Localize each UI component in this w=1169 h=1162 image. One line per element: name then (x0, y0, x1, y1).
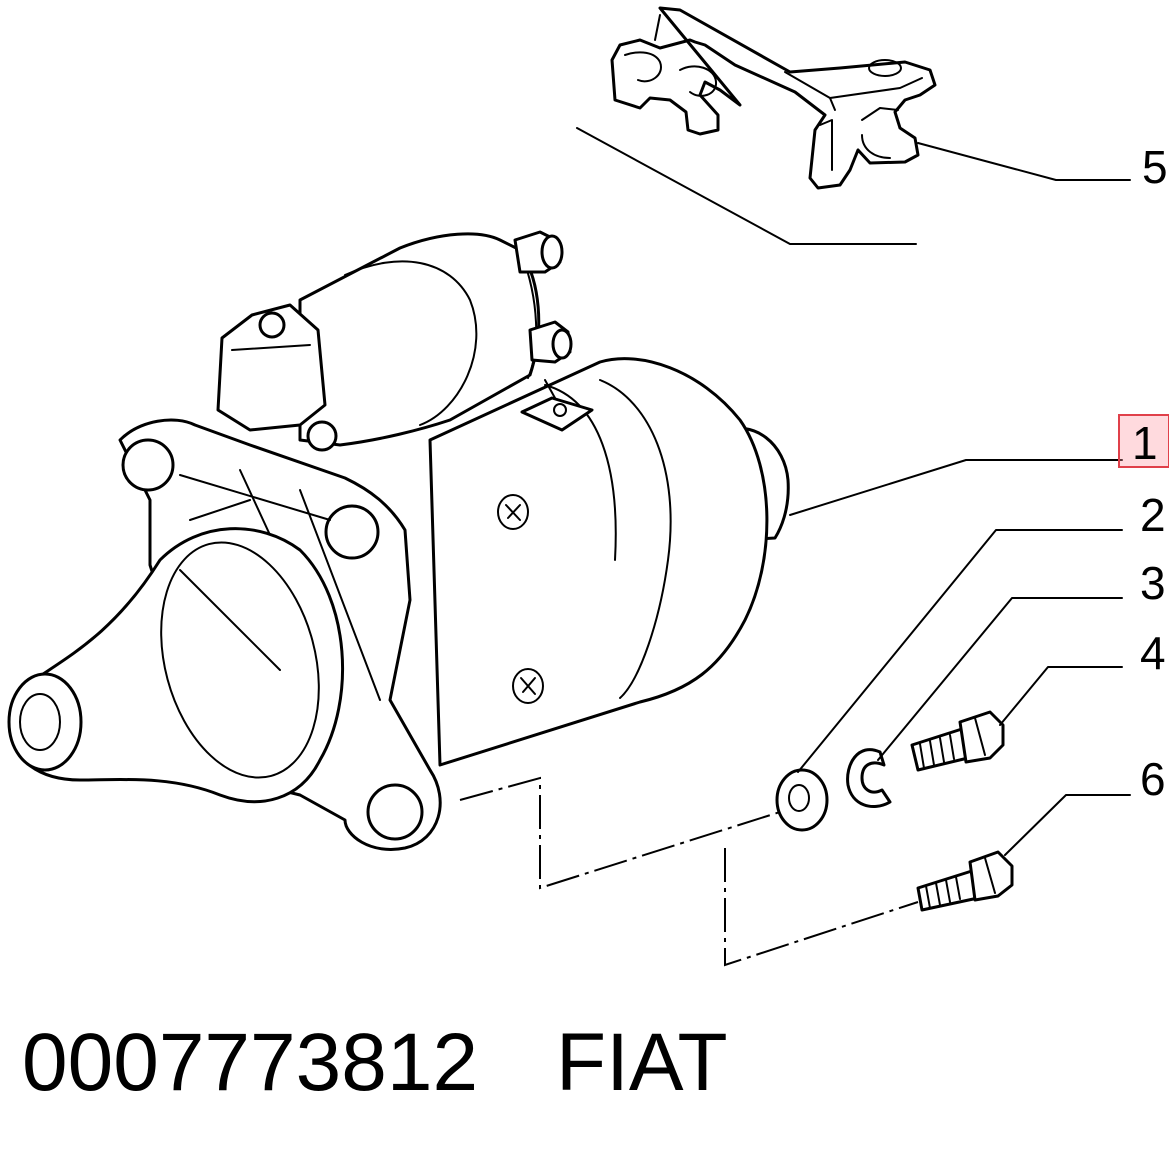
leader-line-6 (1004, 794, 1131, 856)
leader-line-4 (999, 666, 1123, 726)
leader-line-2 (797, 529, 1123, 773)
callout-1-highlight (1118, 414, 1169, 468)
bracket-part-5 (610, 6, 937, 190)
solenoid-terminal-icon (513, 230, 573, 364)
callout-label-5: 5 (1142, 141, 1168, 193)
washer-part-2 (775, 768, 829, 832)
callout-label-3: 3 (1140, 557, 1166, 609)
part-caption: 0007773812 FIAT (22, 1018, 728, 1108)
callout-label-2: 2 (1140, 489, 1166, 541)
assembly-line (576, 127, 917, 245)
leader-line-1 (789, 459, 1123, 516)
bolt-part-4 (910, 710, 1005, 772)
part-number: 0007773812 (22, 1017, 479, 1108)
centerline-lower (724, 848, 919, 967)
callout-label-1: 1 (1132, 417, 1158, 469)
leader-line-3 (877, 597, 1123, 761)
brand-name: FIAT (556, 1017, 728, 1108)
leader-line-5 (917, 142, 1131, 181)
body-screw-icon (497, 494, 544, 704)
starter-motor-part-1 (7, 230, 790, 851)
centerline-upper (459, 776, 781, 890)
spring-washer-part-3 (846, 748, 892, 808)
callout-label-6: 6 (1140, 753, 1166, 805)
callout-label-4: 4 (1140, 627, 1166, 679)
bolt-part-6 (916, 850, 1014, 912)
